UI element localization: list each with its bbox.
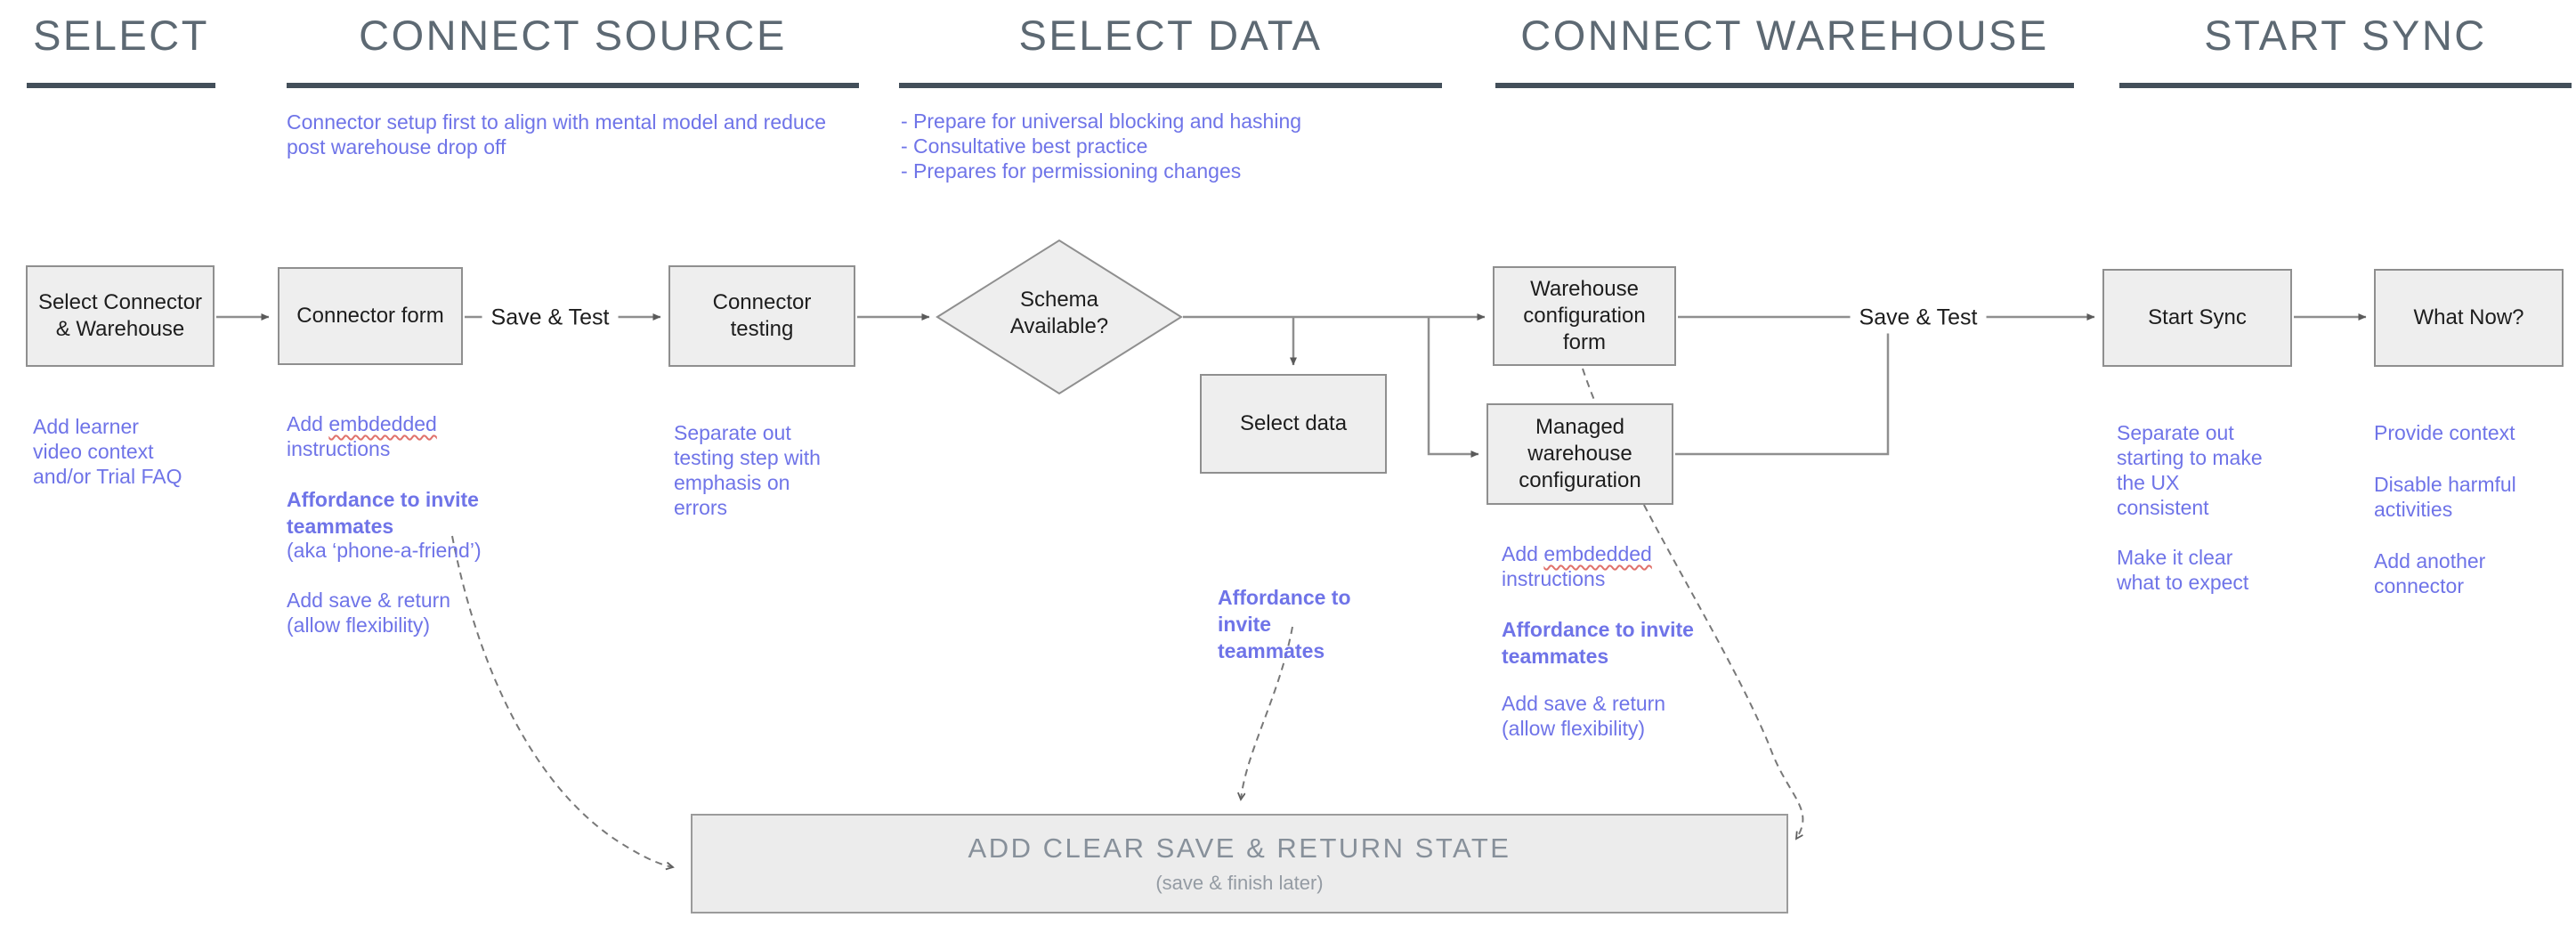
note-select-learner-video: Add learner video context and/or Trial F… [33,415,182,488]
edge-label-save-and-test-1: Save & Test [482,302,619,334]
stage-underline-select-data [899,83,1442,88]
note-text: Add [1502,542,1544,565]
misspelled-word: embdedded [1543,542,1652,565]
note-select-data-affordance: Affordance to invite teammates [1218,586,1351,662]
node-warehouse-configuration-form: Warehouse configuration form [1493,266,1676,366]
stage-underline-connect-source [287,83,859,88]
note-text: instructions [287,437,391,460]
node-what-now: What Now? [2374,269,2564,367]
note-testing-separate: Separate out testing step with emphasis … [674,421,821,519]
stage-title-start-sync: START SYNC [2204,12,2487,59]
node-select-connector-warehouse: Select Connector & Warehouse [26,265,215,367]
note-start-sync-clear: Make it clear what to expect [2117,546,2249,594]
note-connect-source-rationale: Connector setup first to align with ment… [287,110,826,158]
misspelled-word: embdedded [328,412,437,435]
note-what-now-context: Provide context [2374,421,2515,444]
note-select-data-rationale: - Prepare for universal blocking and has… [901,110,1302,183]
node-managed-warehouse-configuration: Managed warehouse configuration [1486,403,1673,505]
banner-subtitle: (save & finish later) [1155,872,1324,894]
dashed-arrow-phone-a-friend-to-banner [451,535,673,867]
note-connector-form-save-return: Add save & return (allow flexibility) [287,589,451,637]
stage-title-connect-warehouse: CONNECT WAREHOUSE [1520,12,2049,59]
note-what-now-disable: Disable harmful activities [2374,473,2516,521]
node-connector-testing: Connector testing [668,265,855,367]
note-what-now-add-connector: Add another connector [2374,549,2486,597]
stage-title-select-data: SELECT DATA [1018,12,1323,59]
note-start-sync-separate: Separate out starting to make the UX con… [2117,421,2263,519]
note-connector-form-affordance: Affordance to invite teammates [287,488,479,538]
note-connector-form-phone-a-friend: (aka ‘phone-a-friend’) [287,539,482,562]
note-text: Add [287,412,329,435]
node-connector-form: Connector form [278,267,463,365]
stage-title-connect-source: CONNECT SOURCE [359,12,787,59]
note-warehouse-affordance: Affordance to invite teammates [1502,618,1694,668]
node-schema-available-label: Schema Available? [1009,288,1109,338]
arrow-branch-to-managed [1427,317,1479,458]
stage-title-select: SELECT [33,12,209,59]
node-select-data: Select data [1200,374,1387,474]
banner-title: ADD CLEAR SAVE & RETURN STATE [968,832,1511,864]
note-text: instructions [1502,567,1606,590]
node-start-sync: Start Sync [2102,269,2292,367]
stage-underline-connect-warehouse [1495,83,2074,88]
edge-label-save-and-test-2: Save & Test [1850,302,1987,334]
banner-save-return-state: ADD CLEAR SAVE & RETURN STATE (save & fi… [691,814,1788,914]
elbow-managed-merge [1675,319,1890,456]
stage-underline-select [27,83,215,88]
note-warehouse-save-return: Add save & return (allow flexibility) [1502,692,1666,740]
stage-underline-start-sync [2119,83,2572,88]
